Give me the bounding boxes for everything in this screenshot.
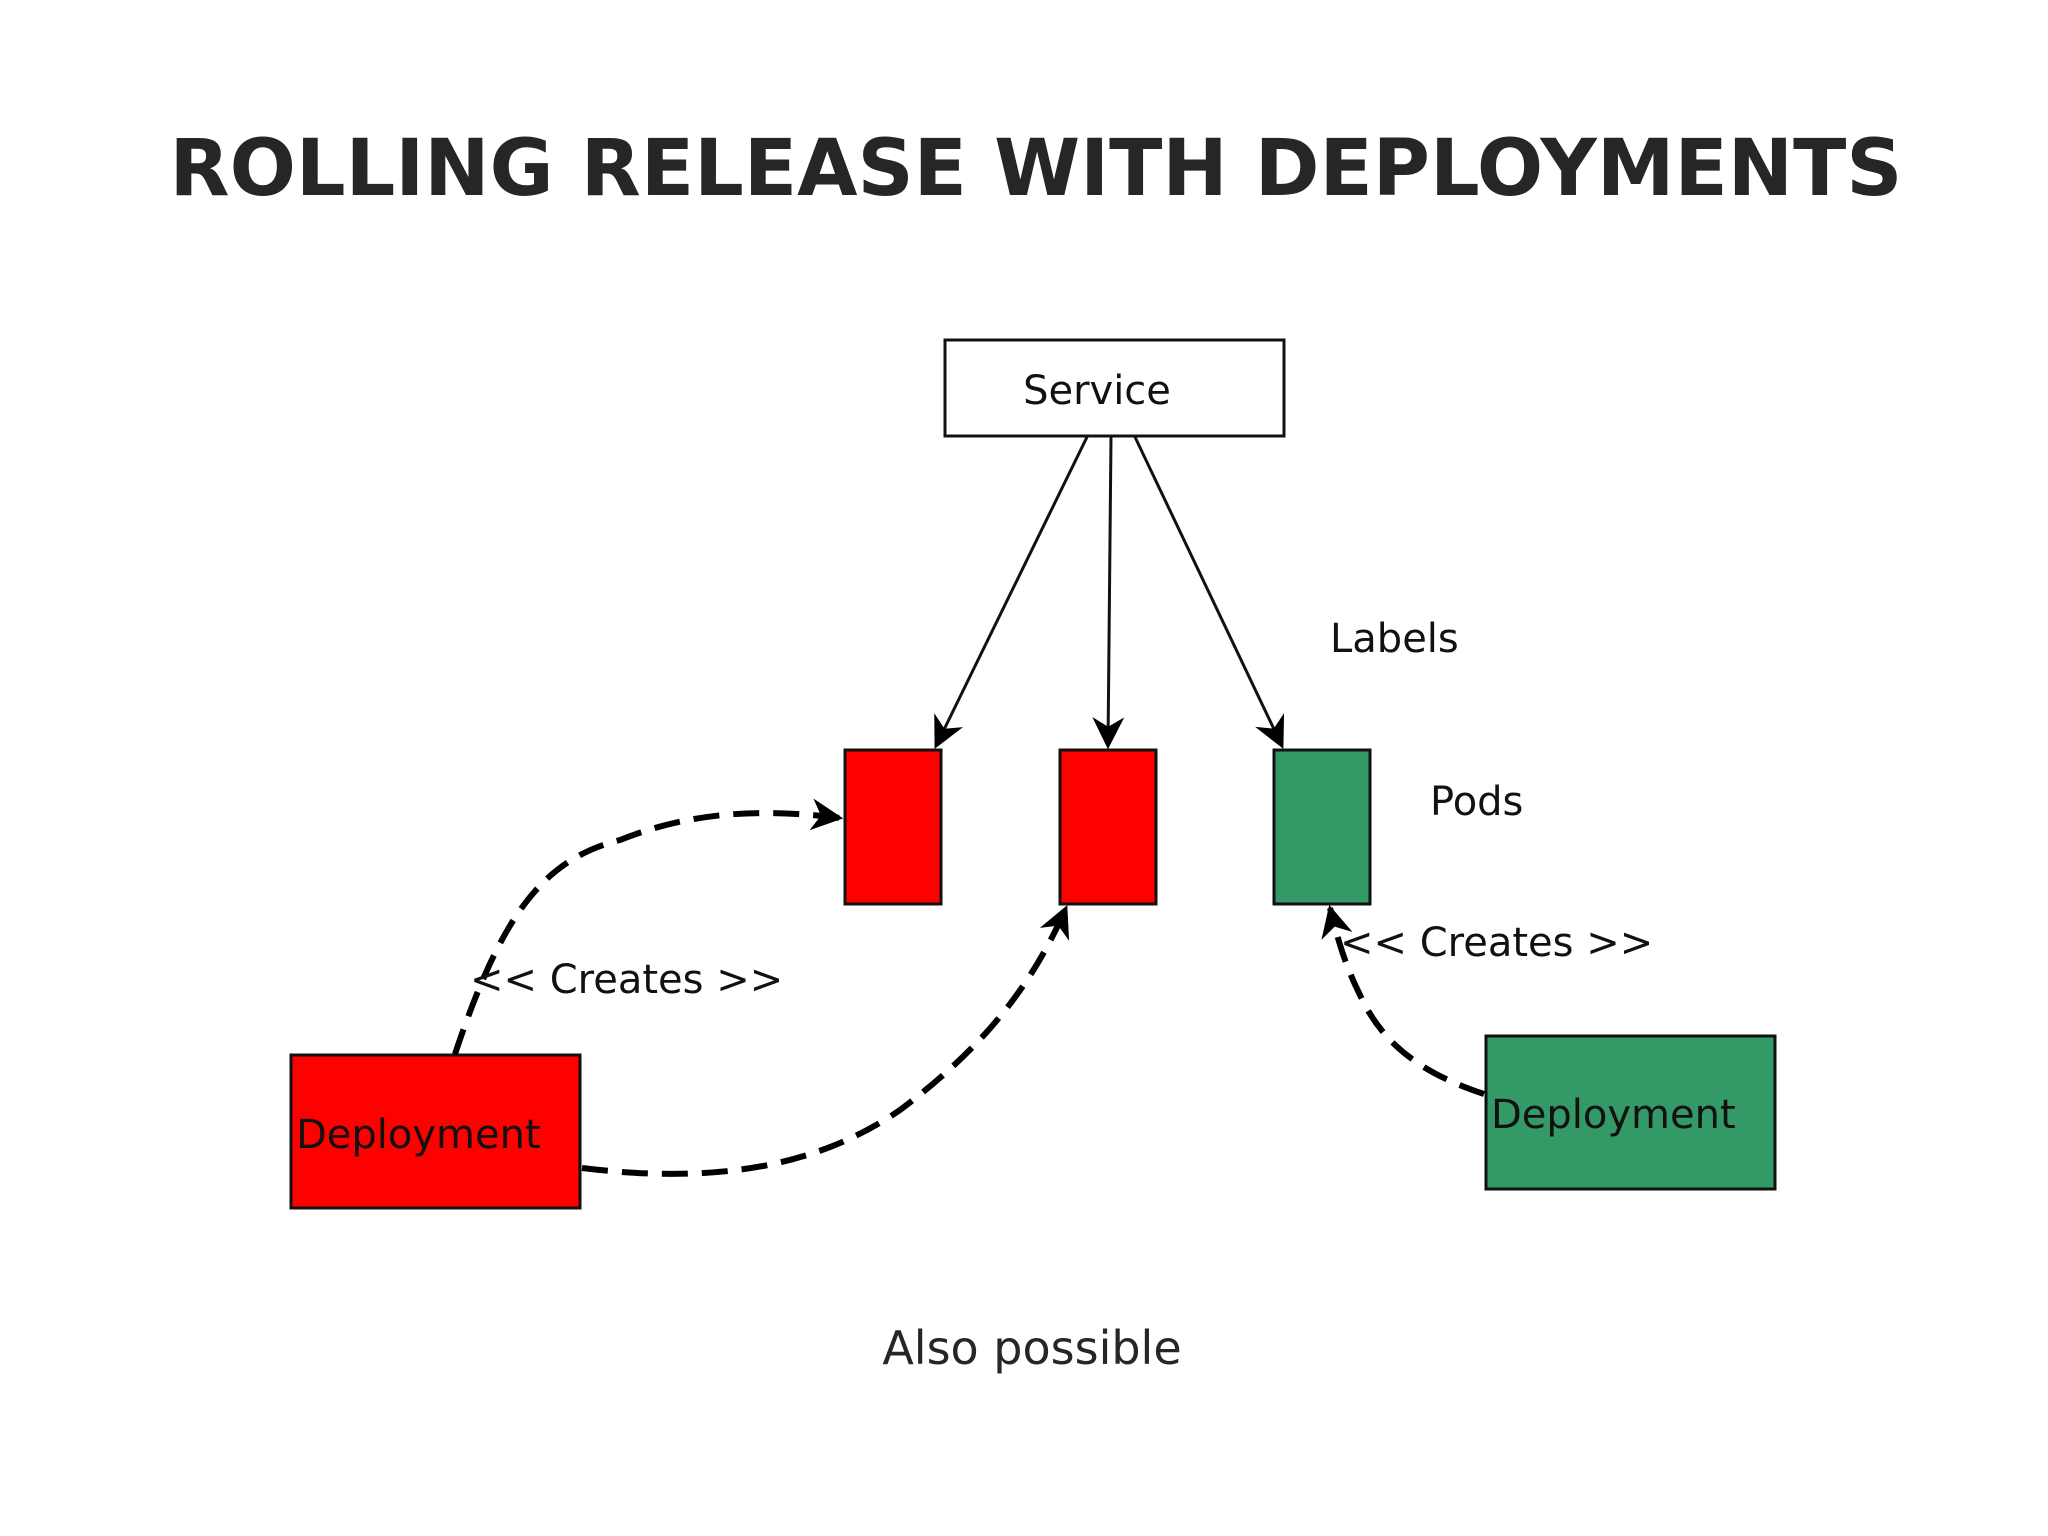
deployment-new-box [1484,1034,1777,1191]
service-to-pod-3-arrow [1133,436,1285,749]
creates-label-left: << Creates >> [470,957,783,1003]
creates-pod-3-arrow [1321,904,1485,1097]
pod-1 [843,748,943,906]
creates-pod-1-arrow [452,798,844,1055]
service-to-pod-1-arrow [934,436,1089,749]
service-label: Service [1023,368,1171,414]
service-to-pod-2-arrow [1092,436,1125,750]
deployment-old-label: Deployment [296,1112,541,1158]
deployment-old: Deployment [289,1053,582,1210]
service-box [943,338,1286,438]
creates-label-right: << Creates >> [1340,920,1653,966]
page-title: ROLLING RELEASE WITH DEPLOYMENTS [170,124,1903,214]
pod-2 [1058,748,1158,906]
deployment-new-label: Deployment [1491,1092,1736,1138]
deployment-new: Deployment [1484,1034,1777,1191]
pod-3 [1272,748,1372,906]
pods-annotation: Pods [1430,779,1523,825]
creates-pod-2-arrow [581,905,1070,1177]
caption-also-possible: Also possible [882,1321,1181,1375]
labels-annotation: Labels [1330,616,1459,662]
service-node: Service [943,338,1286,438]
deployment-old-box [289,1053,582,1210]
